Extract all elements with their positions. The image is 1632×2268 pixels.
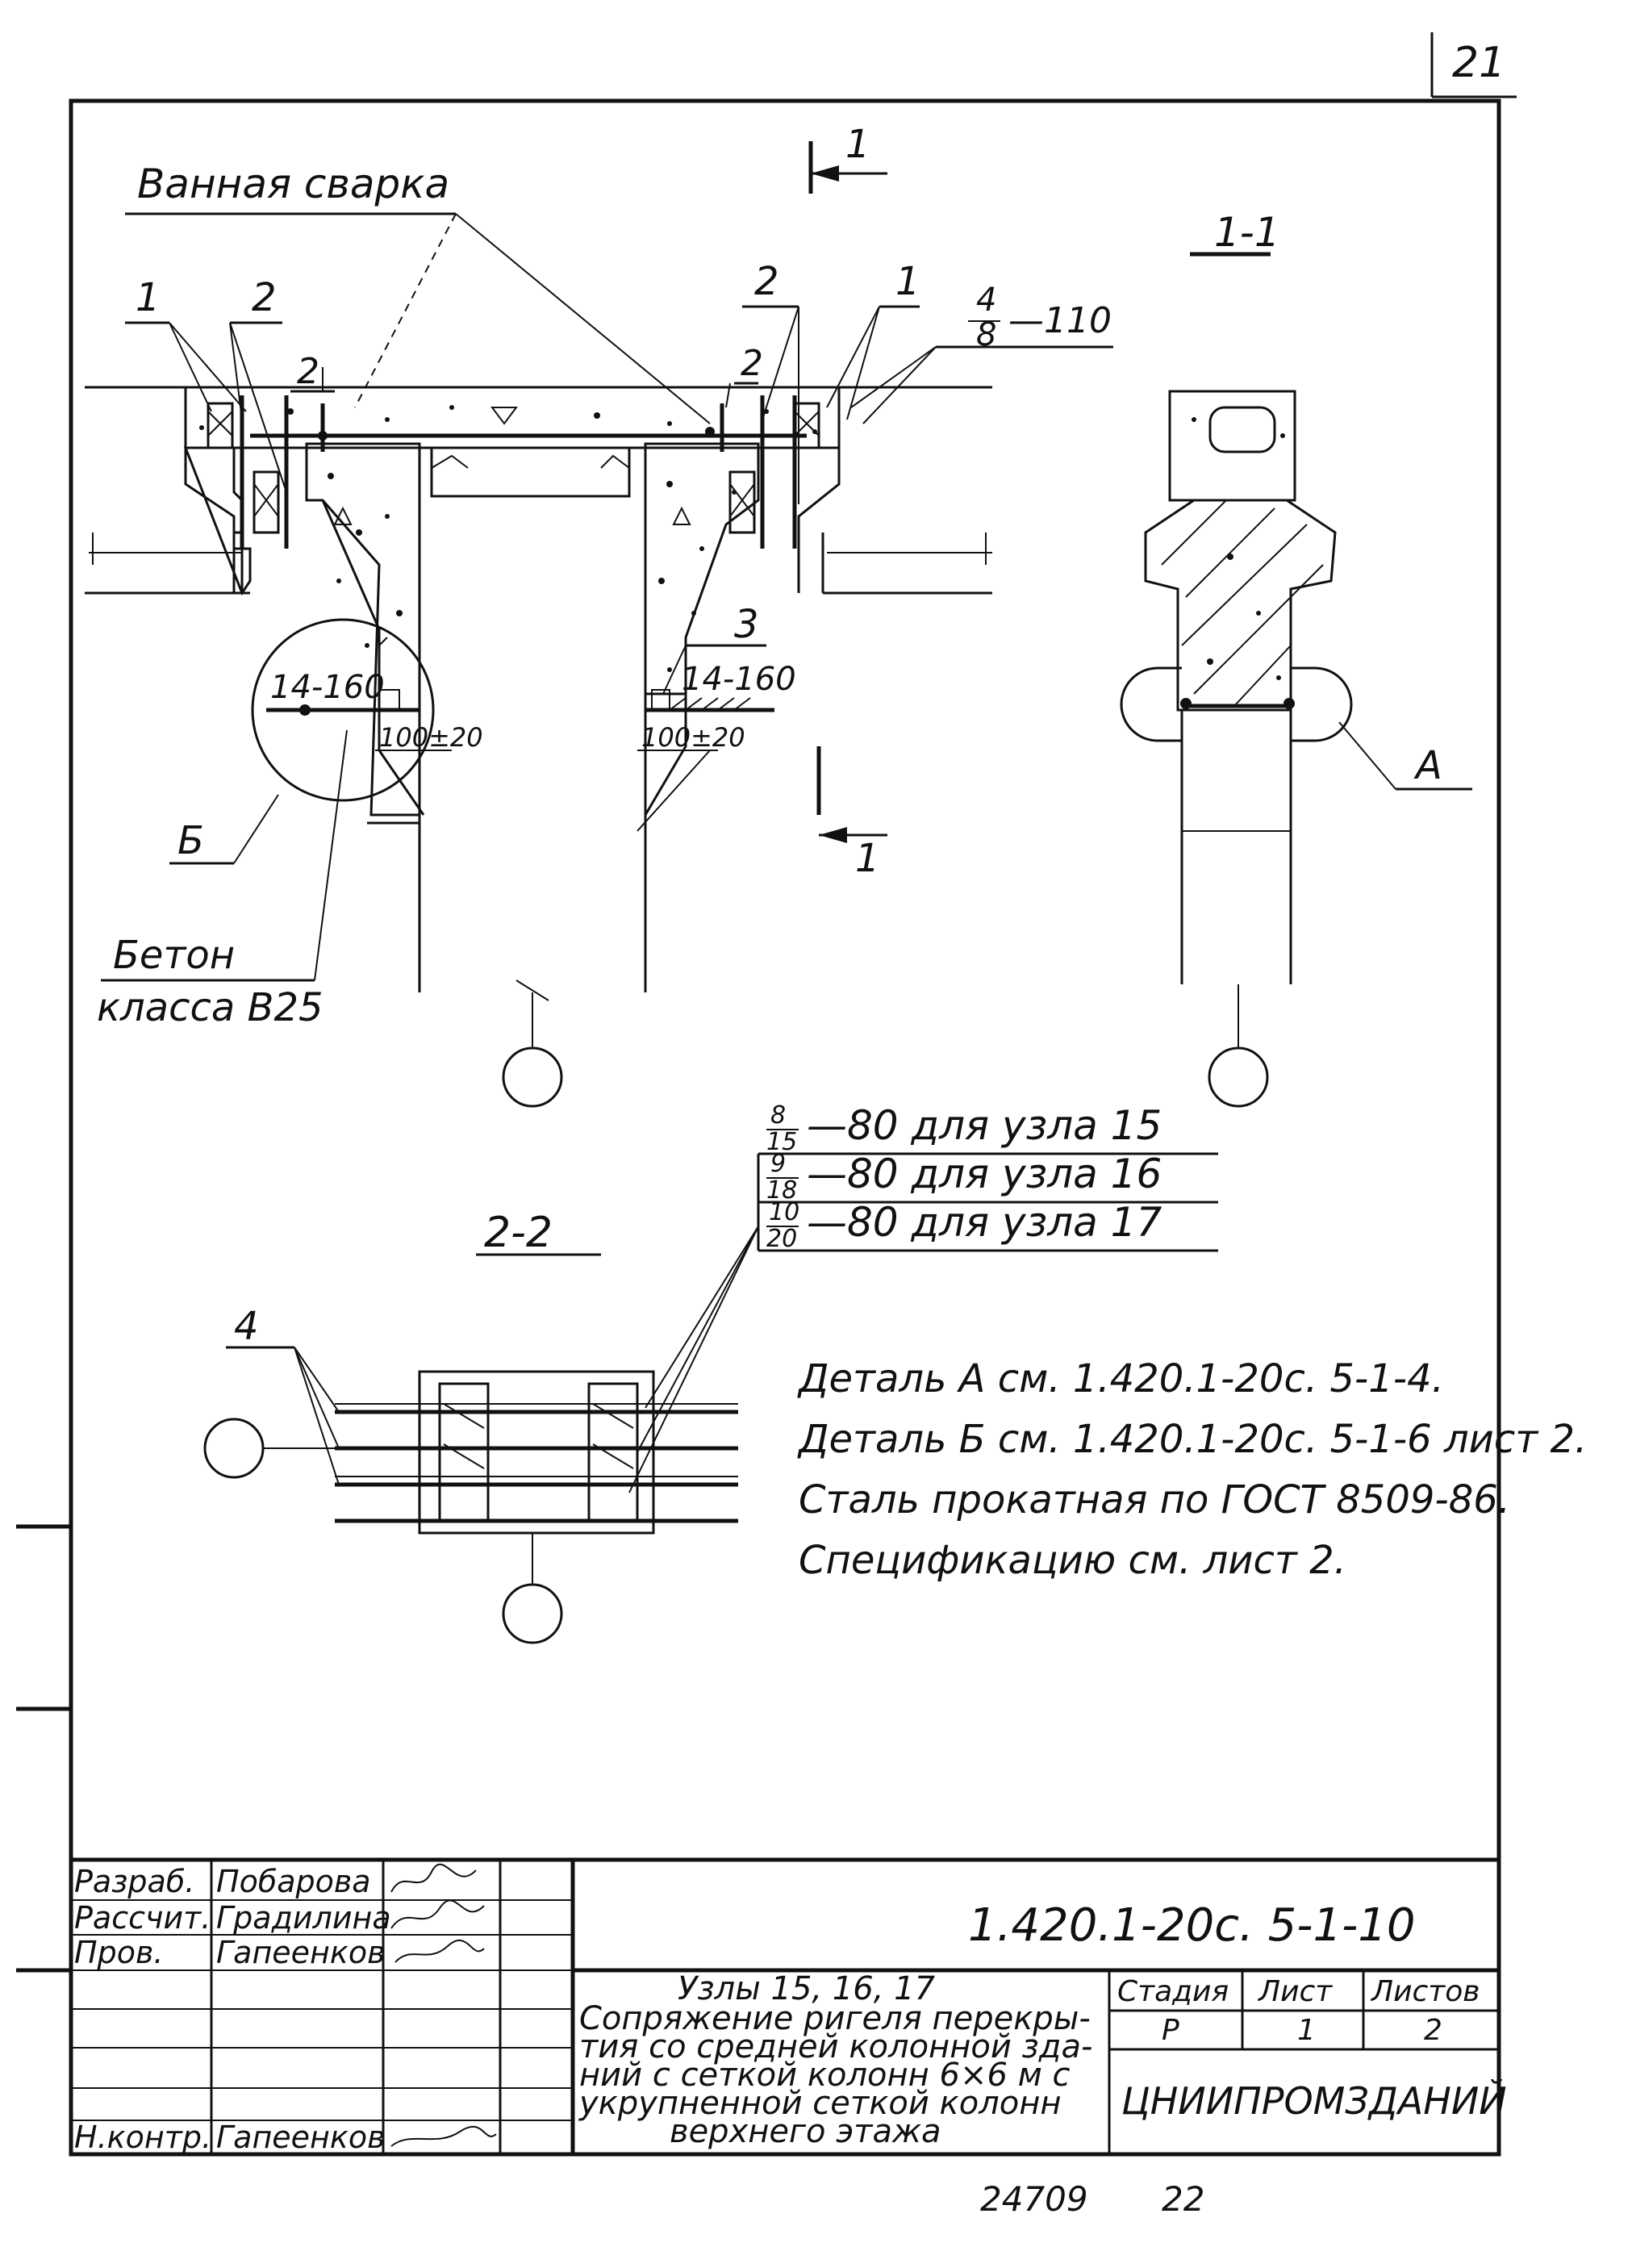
section-2-2-title: 2-2: [484, 1209, 553, 1257]
dim-100-20-left: 100±20: [379, 722, 483, 753]
section-1-1-title: 1-1: [1214, 209, 1280, 256]
concrete-label-2: класса В25: [97, 985, 323, 1030]
signature: [390, 1899, 485, 1929]
section-2-2: [203, 1152, 1218, 1644]
sheet-frame: [69, 98, 1501, 2157]
tb-sheet-label: Лист: [1257, 1975, 1333, 2008]
tb-stage-label: Стадия: [1117, 1975, 1229, 2008]
node-text: —80 для узла 17: [807, 1199, 1162, 1246]
tb-role: Пров.: [74, 1935, 163, 1970]
axis-bubble: [203, 1418, 265, 1479]
tb-role: Н.контр.: [74, 2120, 211, 2155]
concrete-label-1: Бетон: [113, 933, 235, 978]
node-table: 8 15 —80 для узла 15 9 18 —80 для узла 1…: [766, 1101, 1162, 1253]
tb-title-line: укрупненной сеткой колонн: [578, 2085, 1062, 2122]
node-text: —80 для узла 15: [807, 1102, 1162, 1149]
callout-pos2-left-inner: 2: [297, 351, 319, 392]
callout-pos3: 3: [734, 602, 759, 647]
tb-name: Градилина: [216, 1900, 391, 1936]
node-num: 8: [770, 1101, 786, 1130]
note-line: Деталь Б см. 1.420.1-20с. 5-1-6 лист 2.: [797, 1417, 1587, 1462]
main-elevation: 1 1: [85, 122, 1113, 1108]
tb-title-line: Узлы 15, 16, 17: [678, 1970, 936, 2007]
tb-organization: ЦНИИПРОМЗДАНИЙ: [1121, 2079, 1507, 2123]
detail-a-label: А: [1413, 743, 1442, 788]
dim-14-160-left: 14-160: [270, 669, 385, 706]
signature: [394, 1939, 485, 1963]
node-den: 18: [766, 1176, 797, 1205]
callout-frac-den: 8: [976, 316, 996, 353]
tb-role: Разраб.: [74, 1864, 194, 1899]
doc-code: 1.420.1-20с. 5-1-10: [968, 1899, 1416, 1952]
tb-name: Гапеенков: [216, 2120, 386, 2155]
tb-sheets-label: Листов: [1370, 1975, 1480, 2008]
axis-bubble: [502, 1583, 563, 1644]
callout-frac-len: —110: [1008, 300, 1112, 341]
signature: [390, 2125, 497, 2147]
tb-title-line: Сопряжение ригеля перекры-: [579, 2000, 1091, 2037]
callout-pos2-right-inner: 2: [741, 343, 763, 384]
tb-name: Побарова: [216, 1864, 371, 1899]
callout-pos1-right: 1: [895, 259, 920, 304]
callout-frac-num: 4: [976, 282, 996, 319]
section-1-1: [1120, 252, 1472, 1108]
title-block: Разраб. Побарова Рассчит. Градилина Пров…: [71, 1857, 1507, 2155]
tb-sheet-value: 1: [1297, 2014, 1316, 2047]
callout-pos2-left: 2: [252, 275, 277, 320]
tb-name: Гапеенков: [216, 1935, 386, 1970]
callout-pos4: 4: [234, 1304, 259, 1349]
dim-14-160-right: 14-160: [682, 661, 796, 698]
tb-sheets-value: 2: [1424, 2014, 1442, 2047]
weld-label: Ванная сварка: [137, 161, 449, 207]
node-text: —80 для узла 16: [807, 1151, 1162, 1197]
callout-pos2-right: 2: [754, 259, 779, 304]
detail-b-label: Б: [177, 818, 204, 863]
dim-100-20-right: 100±20: [641, 722, 745, 753]
node-den: 20: [766, 1225, 797, 1253]
signature: [390, 1863, 477, 1893]
tb-role: Рассчит.: [74, 1900, 211, 1936]
callout-pos1-left: 1: [136, 275, 161, 320]
axis-bubble: [1208, 1046, 1269, 1108]
note-line: Сталь прокатная по ГОСТ 8509-86.: [799, 1477, 1510, 1522]
section-mark-top: 1: [845, 122, 870, 167]
tb-stage-value: Р: [1162, 2014, 1179, 2047]
page-number: 21: [1452, 39, 1505, 87]
page-ref: 22: [1162, 2179, 1204, 2219]
node-den: 15: [766, 1128, 797, 1156]
node-num: 9: [770, 1150, 786, 1178]
notes: Деталь А см. 1.420.1-20с. 5-1-4. Деталь …: [797, 1356, 1587, 1583]
note-line: Деталь А см. 1.420.1-20с. 5-1-4.: [797, 1356, 1444, 1401]
page-number-box: 21: [1430, 32, 1517, 98]
tb-title-line: ний с сеткой колонн 6×6 м с: [579, 2057, 1071, 2094]
tb-title-line: верхнего этажа: [670, 2113, 941, 2150]
node-num: 10: [769, 1198, 799, 1226]
archive-number: 24709: [980, 2179, 1088, 2219]
note-line: Спецификацию см. лист 2.: [799, 1538, 1346, 1583]
axis-bubble: [502, 1046, 563, 1108]
section-mark-bottom: 1: [855, 836, 880, 881]
tb-title-line: тия со средней колонной зда-: [579, 2028, 1092, 2065]
